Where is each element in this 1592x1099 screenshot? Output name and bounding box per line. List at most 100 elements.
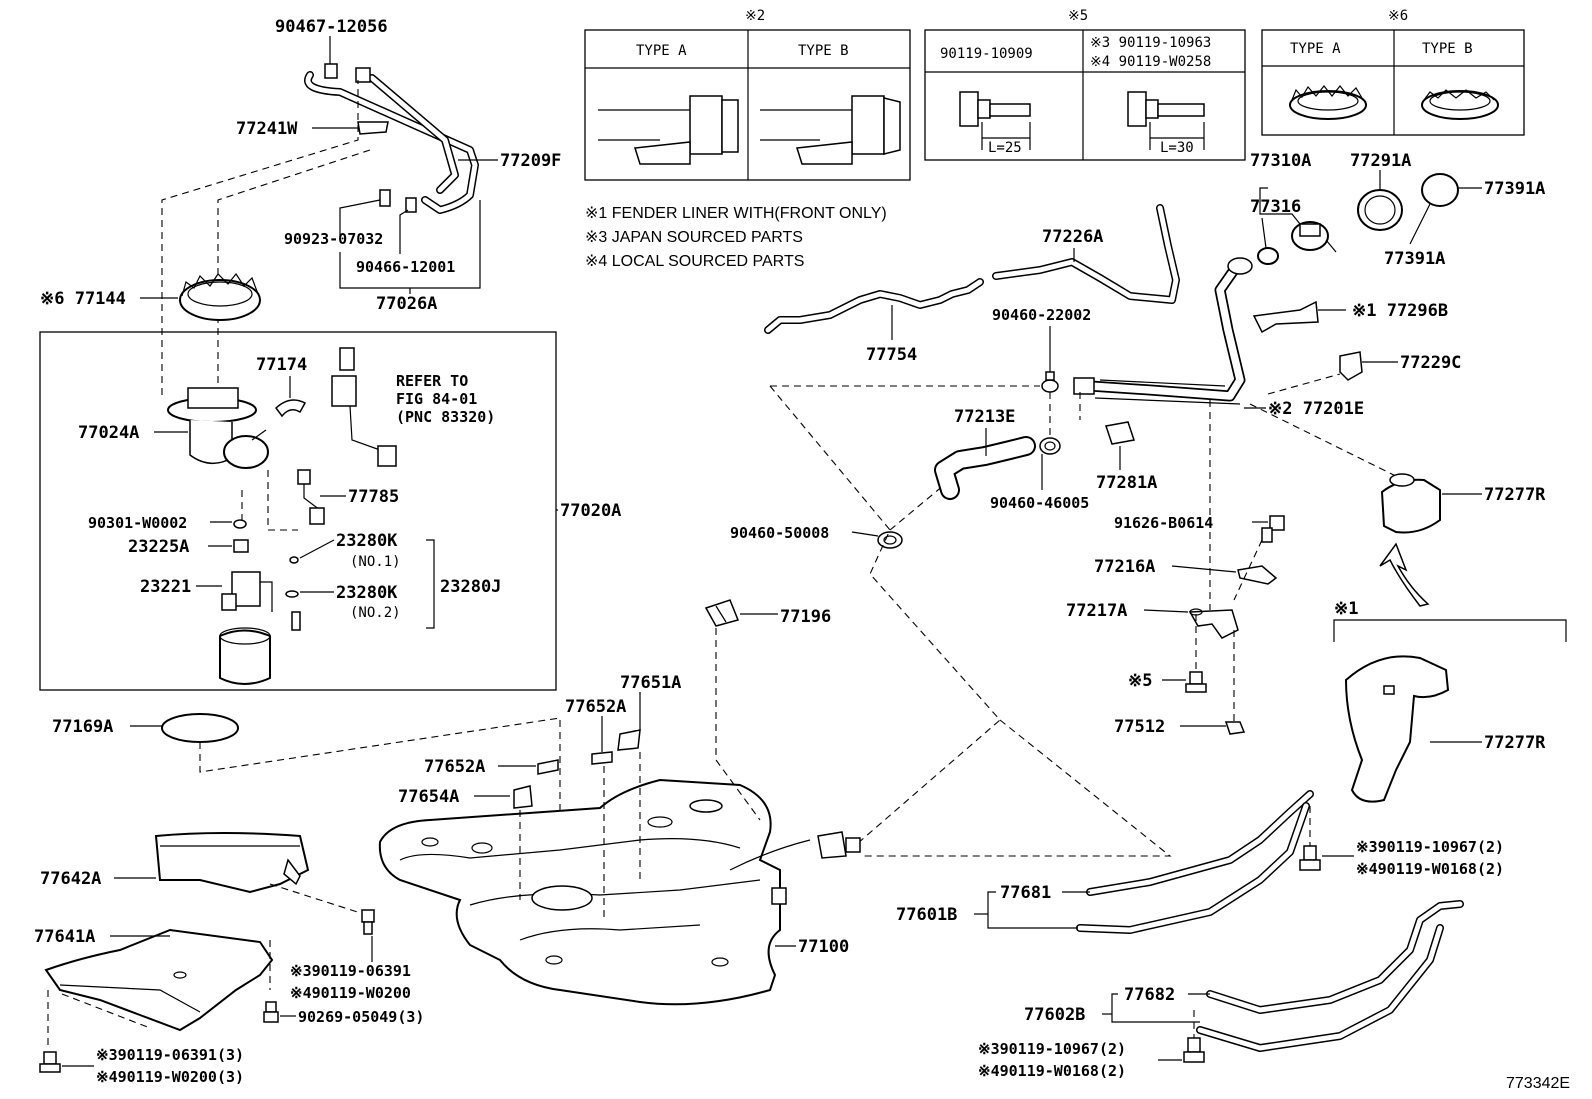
gasket-23280K-no2 <box>285 590 299 598</box>
box5-len2: L=30 <box>1160 140 1194 156</box>
label-77229C: 77229C <box>1400 353 1461 373</box>
clamp-90460-22002 <box>1041 371 1059 393</box>
ring-77391A <box>1421 173 1459 207</box>
fuel-tank-77100 <box>378 778 811 1006</box>
box2-type-b: TYPE B <box>798 43 849 59</box>
bolt-90119-06391-3 <box>39 1051 61 1073</box>
label-b5: ※490119-W0200(3) <box>96 1068 244 1086</box>
clip-77196 <box>704 599 740 627</box>
cushion-77654A <box>513 785 533 809</box>
label-77100: 77100 <box>798 937 849 957</box>
direction-arrow-icon <box>1379 542 1430 607</box>
label-90467-12056: 90467-12056 <box>275 17 388 37</box>
bracket-77216A <box>1237 565 1278 585</box>
sender-gauge-wire <box>331 347 397 467</box>
label-s4: ※490119-W0168(2) <box>978 1062 1126 1080</box>
label-77169A: 77169A <box>52 717 113 737</box>
label-77754: 77754 <box>866 345 917 365</box>
bolt-90119-10967-2 <box>1183 1037 1205 1063</box>
label-s2: ※490119-W0168(2) <box>1356 860 1504 878</box>
label-77241W: 77241W <box>236 119 298 139</box>
protector-77277R-top <box>1380 473 1441 534</box>
box5-right2: ※4 90119-W0258 <box>1090 54 1211 70</box>
bolt-90119-06391 <box>361 909 375 935</box>
label-refer-1: REFER TO <box>396 372 468 390</box>
label-mk1: ※1 <box>1334 599 1358 619</box>
box6-mark: ※6 <box>1388 8 1408 24</box>
label-77512: 77512 <box>1114 717 1165 737</box>
label-no1: (NO.1) <box>350 554 401 570</box>
label-77281A: 77281A <box>1096 473 1157 493</box>
label-b1: ※390119-06391 <box>290 962 411 980</box>
label-91626-B0614: 91626-B0614 <box>1114 514 1213 532</box>
ring-77291A <box>1357 189 1403 231</box>
protector-77641A <box>44 928 274 1032</box>
pad-77651A <box>617 729 641 751</box>
label-77216A: 77216A <box>1094 557 1155 577</box>
label-s3: ※390119-10967(2) <box>978 1040 1126 1058</box>
hose-end-type-a <box>598 95 739 165</box>
bolt-box-5: ※5 90119-10909 ※3 90119-10963 ※4 90119-W… <box>924 8 1246 161</box>
bolt-90119-10967 <box>1299 845 1321 871</box>
label-no2: (NO.2) <box>350 605 401 621</box>
clamp-90460-50008 <box>877 531 903 549</box>
filter-23225A <box>233 539 249 553</box>
label-77682: 77682 <box>1124 985 1175 1005</box>
label-77277R-2: 77277R <box>1484 733 1546 753</box>
bolt-mark5 <box>1185 671 1207 693</box>
breather-hose-77754 <box>764 278 984 334</box>
bracket-77296B <box>1252 300 1319 334</box>
label-77201E: ※2 77201E <box>1268 399 1364 419</box>
label-77226A: 77226A <box>1042 227 1103 247</box>
label-77654A: 77654A <box>398 787 459 807</box>
label-23280J: 23280J <box>440 577 501 597</box>
label-mk5: ※5 <box>1128 671 1152 691</box>
breather-tube-77226A <box>992 204 1180 304</box>
label-77024A: 77024A <box>78 423 139 443</box>
strap-77602B <box>1196 900 1464 1052</box>
label-77217A: 77217A <box>1066 601 1127 621</box>
lock-ring-type-a-icon <box>1289 85 1367 120</box>
label-77174: 77174 <box>256 355 307 375</box>
clamp-90460-46005 <box>1039 437 1061 455</box>
box5-right1: ※3 90119-10963 <box>1090 35 1211 51</box>
label-s1: ※390119-10967(2) <box>1356 838 1504 856</box>
label-refer-3: (PNC 83320) <box>396 408 495 426</box>
fuel-tube-assy <box>304 63 479 214</box>
hose-77213E <box>934 436 1036 500</box>
label-90460-50008: 90460-50008 <box>730 524 829 542</box>
wire-harness-77785 <box>297 469 325 525</box>
bolt-l25-icon <box>959 91 1031 150</box>
box5-mark: ※5 <box>1068 8 1088 24</box>
protector-77642A <box>154 832 310 894</box>
protector-77277R-bottom <box>1344 655 1450 803</box>
label-77144: ※6 77144 <box>40 289 126 309</box>
filler-pipe-connector <box>817 831 861 859</box>
box5-len1: L=25 <box>988 140 1022 156</box>
label-90301-W0002: 90301-W0002 <box>88 514 187 532</box>
grommet-77512 <box>1224 721 1246 735</box>
pad-77652A <box>537 759 559 775</box>
bolt-l30-icon <box>1127 91 1205 150</box>
label-b4: ※390119-06391(3) <box>96 1046 244 1064</box>
label-77316: 77316 <box>1250 197 1301 217</box>
box2-mark: ※2 <box>745 8 765 24</box>
label-77213E: 77213E <box>954 407 1015 427</box>
gasket-90301 <box>233 519 247 529</box>
note-1: ※1 FENDER LINER WITH(FRONT ONLY) <box>585 205 887 222</box>
label-refer-2: FIG 84-01 <box>396 390 477 408</box>
filler-pipe-77201E <box>1073 257 1253 405</box>
note-3: ※3 JAPAN SOURCED PARTS <box>585 229 803 246</box>
label-77026A: 77026A <box>376 294 437 314</box>
label-77310A: 77310A <box>1250 151 1311 171</box>
notes: ※1 FENDER LINER WITH(FRONT ONLY) ※3 JAPA… <box>585 205 887 270</box>
box2-type-a: TYPE A <box>636 43 687 59</box>
note-4: ※4 LOCAL SOURCED PARTS <box>585 253 804 270</box>
pad-77652A-top <box>591 751 613 765</box>
gasket-77169A <box>161 713 239 743</box>
clip-90269-05049 <box>263 1001 279 1023</box>
label-77291A: 77291A <box>1350 151 1411 171</box>
label-23280K-2: 23280K <box>336 583 398 603</box>
box6-type-a: TYPE A <box>1290 41 1341 57</box>
